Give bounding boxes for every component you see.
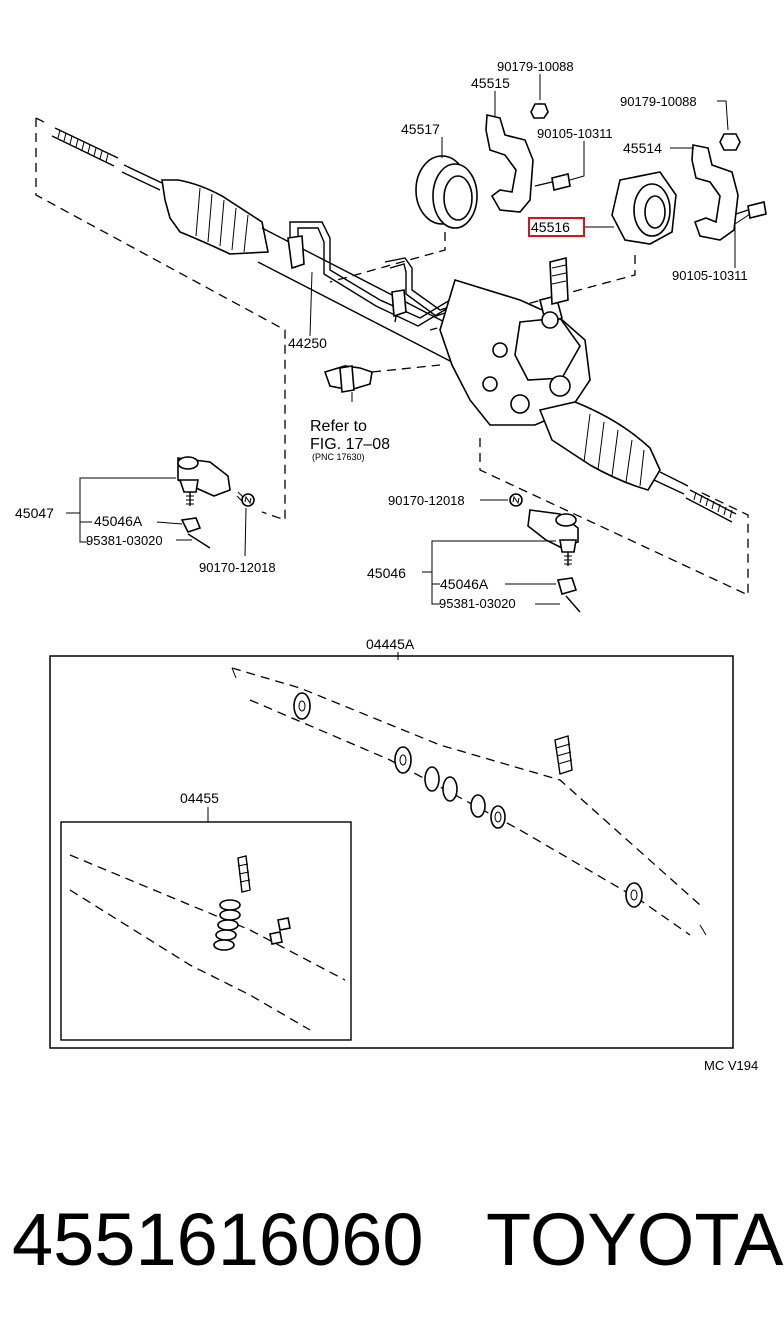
pnc-reference: (PNC 17630) <box>312 452 365 462</box>
label-95381-03020-left: 95381-03020 <box>86 533 163 548</box>
label-45515: 45515 <box>471 75 510 91</box>
highlight-box <box>528 217 585 237</box>
gasket-kit-box: 04445A 04455 <box>49 636 734 1049</box>
pressure-connector <box>323 365 373 393</box>
label-90105-10311-a: 90105-10311 <box>537 126 613 141</box>
label-45514: 45514 <box>623 140 662 156</box>
mount-clamp-45514 <box>691 133 767 241</box>
part-number: 4551616060 <box>12 1198 424 1281</box>
label-04445A: 04445A <box>366 636 415 652</box>
label-45047: 45047 <box>15 505 54 521</box>
drawing-code: MC V194 <box>704 1058 758 1073</box>
brand-name: TOYOTA <box>486 1198 784 1281</box>
label-45516: 45516 <box>531 219 570 235</box>
dashed-guide-lines <box>35 117 749 597</box>
label-90105-10311-b: 90105-10311 <box>672 268 748 283</box>
label-44250: 44250 <box>288 335 327 351</box>
label-04455: 04455 <box>180 790 219 806</box>
label-45046A-left: 45046A <box>94 513 143 529</box>
label-95381-03020-right: 95381-03020 <box>439 596 516 611</box>
label-45517: 45517 <box>401 121 440 137</box>
mount-clamp-45515 <box>485 103 571 213</box>
label-90170-12018-left: 90170-12018 <box>199 560 276 575</box>
upper-labels: 90179-10088 45515 90179-10088 45517 9010… <box>15 59 748 611</box>
label-45046A-right: 45046A <box>440 576 489 592</box>
label-90170-12018-right: 90170-12018 <box>388 493 465 508</box>
leader-lines <box>66 74 751 822</box>
figure-reference: FIG. 17–08 <box>310 436 390 453</box>
label-45046: 45046 <box>367 565 406 581</box>
tie-rod-end-left <box>177 456 255 549</box>
bushing-45516 <box>611 171 677 245</box>
tie-rod-end-right <box>509 493 581 613</box>
label-90179-10088-a: 90179-10088 <box>497 59 574 74</box>
steering-rack-assembly <box>51 127 737 523</box>
label-90179-10088-b: 90179-10088 <box>620 94 697 109</box>
inset-box-04455 <box>60 821 352 1041</box>
refer-to-text: Refer to <box>310 418 367 435</box>
bushing-45517 <box>415 155 478 229</box>
